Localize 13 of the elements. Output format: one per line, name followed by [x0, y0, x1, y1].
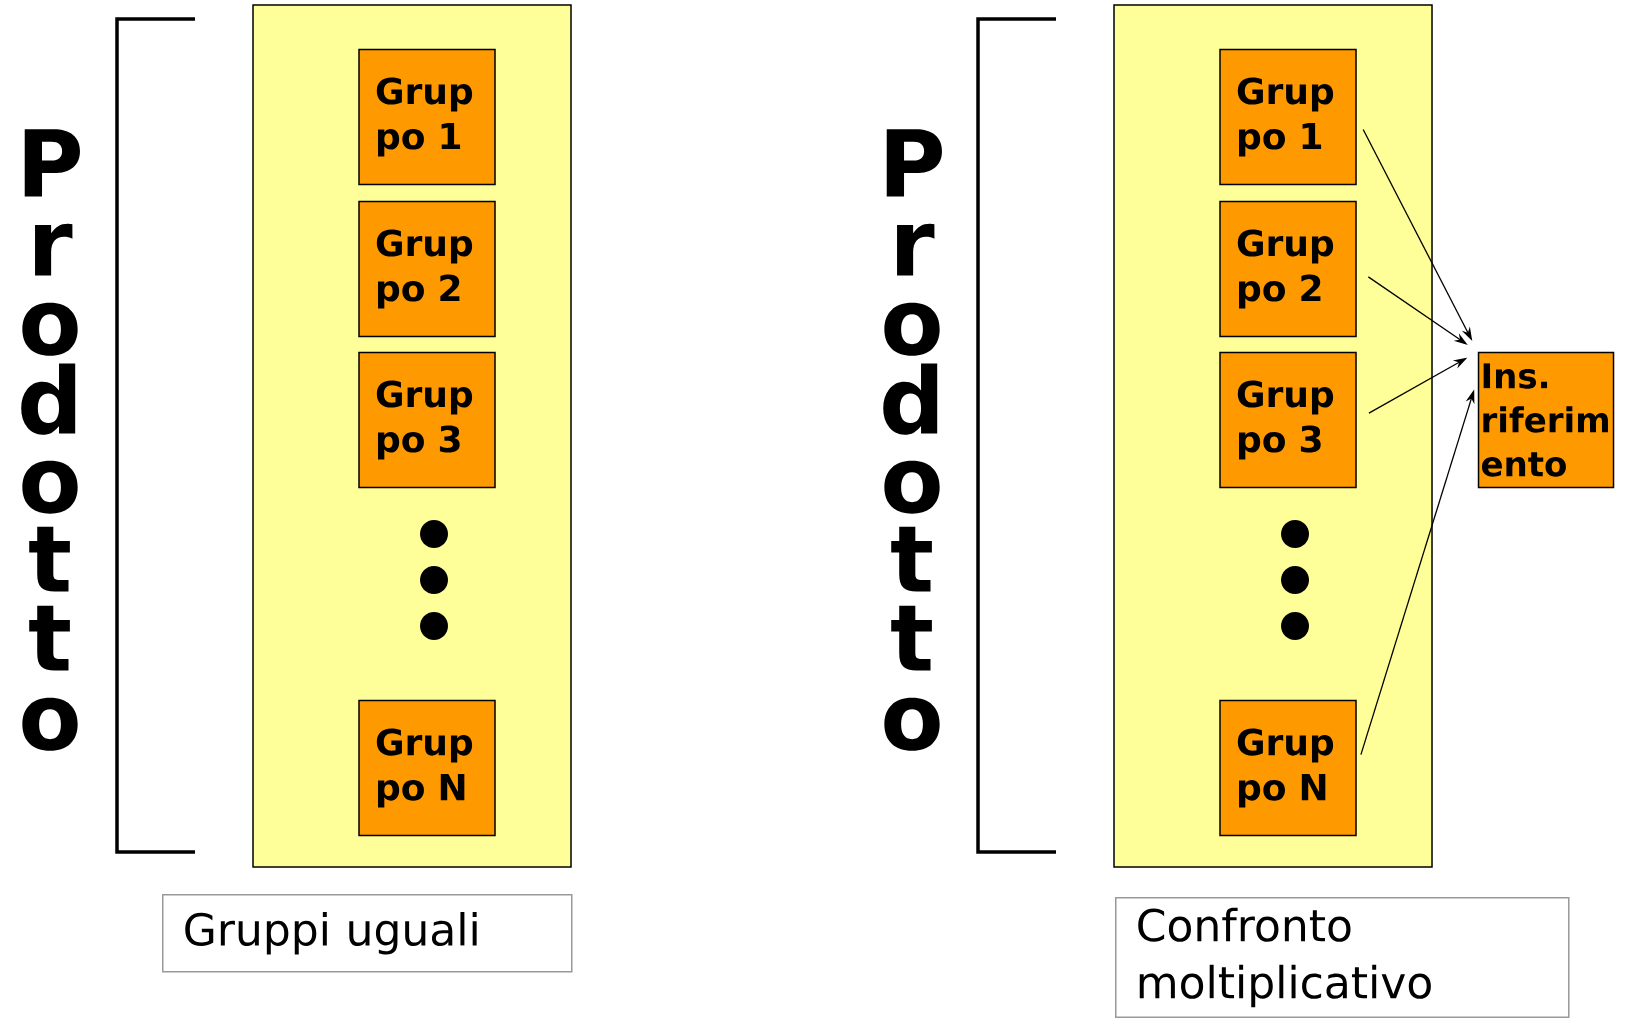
- group-box: Grup po 3: [1219, 351, 1357, 489]
- group-box: Grup po N: [1219, 699, 1357, 837]
- group-box: Grup po N: [358, 699, 496, 837]
- vertical-label: Prodotto: [883, 129, 942, 751]
- caption-box: Gruppi uguali: [162, 894, 573, 973]
- vertical-label: Prodotto: [21, 129, 80, 751]
- reference-box: Ins. riferim ento: [1477, 351, 1615, 489]
- group-box: Grup po 2: [358, 200, 496, 338]
- group-box: Grup po 2: [1219, 200, 1357, 338]
- group-box: Grup po 1: [358, 48, 496, 186]
- group-box: Grup po 3: [358, 351, 496, 489]
- caption-box: Confronto moltiplicativo: [1115, 897, 1570, 1019]
- group-box: Grup po 1: [1219, 48, 1357, 186]
